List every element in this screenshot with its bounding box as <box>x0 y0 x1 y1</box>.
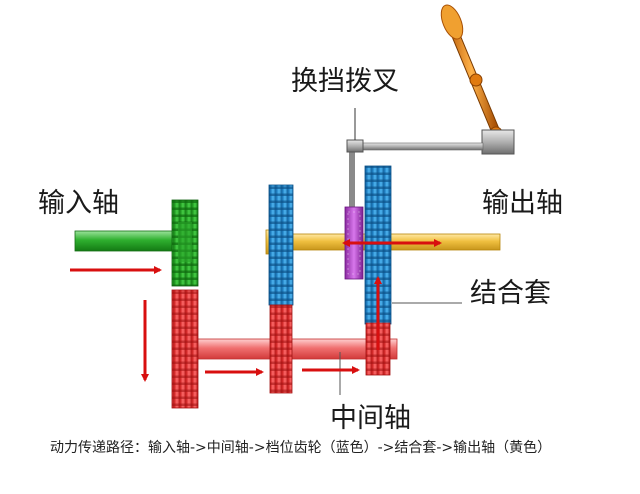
blue-gear-1 <box>268 184 294 306</box>
countershaft-gear-1 <box>269 304 293 394</box>
countershaft-drive-gear <box>171 289 199 409</box>
label-synchronizer: 结合套 <box>470 278 551 309</box>
shift-fork-rod <box>346 108 484 228</box>
caption-power-path: 动力传递路径：输入轴->中间轴->档位齿轮（蓝色）->结合套->输出轴（黄色） <box>50 440 552 456</box>
input-gear <box>171 199 199 287</box>
label-output-shaft: 输出轴 <box>482 188 563 219</box>
leader-lines <box>339 302 462 395</box>
label-shift-fork: 换挡拨叉 <box>291 66 399 97</box>
label-input-shaft: 输入轴 <box>38 188 119 219</box>
input-shaft <box>74 230 178 252</box>
shift-lever <box>440 4 515 155</box>
label-countershaft: 中间轴 <box>330 403 411 434</box>
power-flow-arrows <box>70 239 442 382</box>
